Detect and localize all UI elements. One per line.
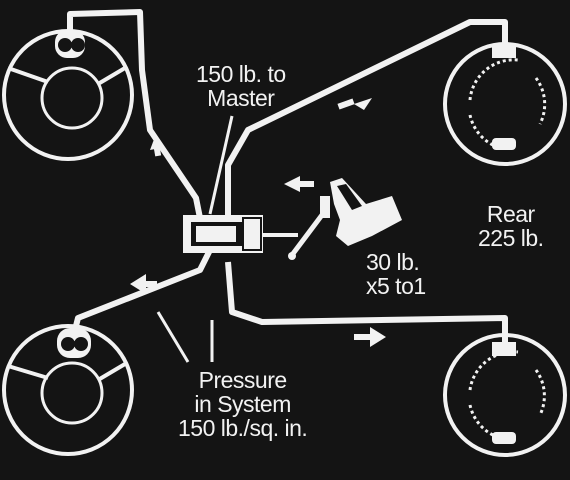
pressure-label: Pressure in System 150 lb./sq. in.	[178, 367, 308, 442]
master-label-line2: Master	[207, 85, 275, 112]
arrow-left-icon	[284, 176, 300, 192]
pressure-label-line3: 150 lb./sq. in.	[178, 415, 308, 442]
pressure-label-line1: Pressure	[198, 367, 288, 393]
flow-arrows	[130, 98, 386, 347]
line-to-front-bottom	[72, 248, 213, 331]
caliper-top-left	[55, 30, 85, 58]
front-disc-top-left	[2, 29, 134, 161]
arrow-left-bottom-icon	[130, 274, 146, 294]
rear-drum-top-right	[443, 42, 567, 166]
pressure-label-line2: in System	[194, 391, 291, 418]
leader-lines	[156, 115, 234, 363]
pedal-assembly	[262, 196, 330, 260]
brake-lines	[67, 9, 508, 344]
foot-icon	[330, 178, 402, 246]
front-disc-bottom-left	[2, 324, 134, 456]
arrow-right-bottom-icon	[370, 327, 386, 347]
line-to-rear-top	[225, 19, 508, 220]
ratio-label: 30 lb. x5 to1	[366, 250, 426, 298]
master-cylinder	[183, 215, 263, 253]
rear-label-line2: 225 lb.	[478, 225, 544, 252]
master-label-line1: 150 lb. to	[196, 61, 286, 87]
rear-label-line1: Rear	[486, 201, 535, 227]
line-to-rear-bottom	[225, 261, 508, 344]
rear-drum-bottom-right	[443, 333, 567, 457]
ratio-label-line2: x5 to1	[366, 273, 426, 300]
line-to-front-top	[67, 9, 203, 219]
arrow-right-top-icon	[354, 98, 372, 110]
caliper-bottom-left	[57, 328, 91, 358]
rear-label: Rear 225 lb.	[478, 202, 544, 250]
master-label: 150 lb. to Master	[196, 62, 286, 110]
ratio-label-line1: 30 lb.	[366, 249, 420, 275]
